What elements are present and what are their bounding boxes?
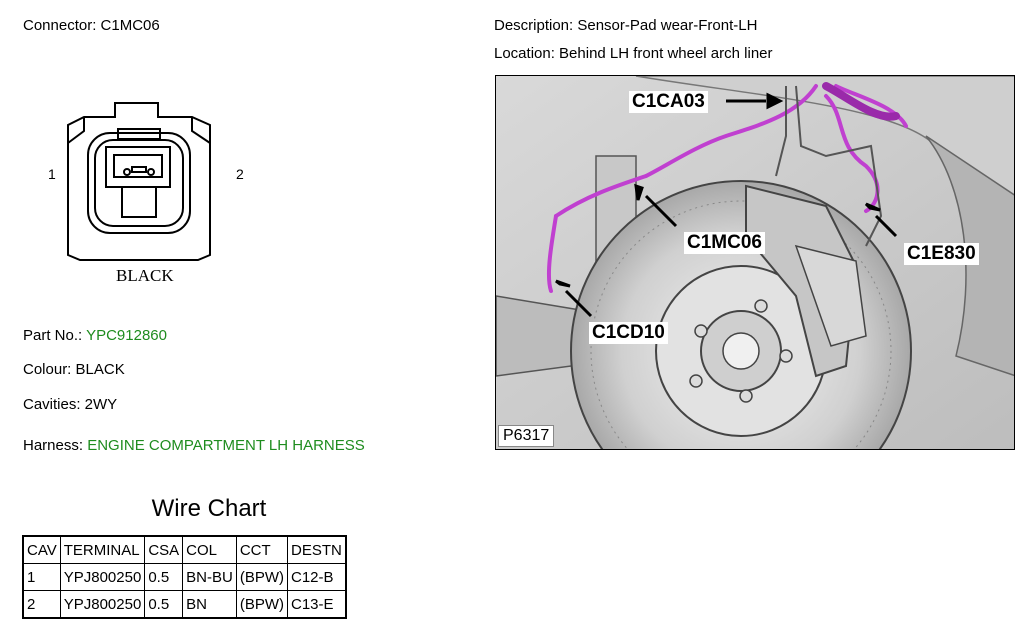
callout-c1e830: C1E830 — [904, 243, 979, 265]
cavities: Cavities: 2WY — [23, 396, 118, 413]
harness-value: ENGINE COMPARTMENT LH HARNESS — [87, 437, 365, 454]
cell-cct: (BPW) — [235, 590, 289, 619]
cell-col: BN — [182, 590, 237, 619]
part-number-label: Part No.: — [23, 327, 87, 344]
connector-face-drawing: 1 2 BLACK — [40, 95, 270, 295]
cell-csa: 0.5 — [144, 563, 184, 591]
header-col: COL — [182, 535, 237, 564]
wire-chart-title: Wire Chart — [151, 495, 267, 522]
pin-1-label: 1 — [48, 166, 56, 182]
cell-terminal: YPJ800250 — [59, 563, 146, 591]
cell-col: BN-BU — [182, 563, 237, 591]
location: Location: Behind LH front wheel arch lin… — [494, 45, 773, 62]
wire-chart-header-row: CAV TERMINAL CSA COL CCT DESTN — [22, 535, 347, 564]
cell-destn: C13-E — [286, 590, 347, 619]
cell-destn: C12-B — [286, 563, 347, 591]
pin-2-label: 2 — [236, 166, 244, 182]
description: Description: Sensor-Pad wear-Front-LH — [494, 17, 758, 34]
cell-terminal: YPJ800250 — [59, 590, 146, 619]
connector-colour-caption: BLACK — [116, 266, 174, 285]
part-number: Part No.: YPC912860 — [23, 327, 167, 345]
harness: Harness: ENGINE COMPARTMENT LH HARNESS — [23, 437, 365, 455]
header-cav: CAV — [22, 535, 61, 564]
header-destn: DESTN — [286, 535, 347, 564]
callout-c1mc06: C1MC06 — [684, 232, 765, 254]
part-number-value: YPC912860 — [86, 327, 167, 344]
header-terminal: TERMINAL — [59, 535, 146, 564]
cell-cct: (BPW) — [235, 563, 289, 591]
cell-csa: 0.5 — [144, 590, 184, 619]
callout-c1cd10: C1CD10 — [589, 322, 668, 344]
location-illustration: C1CA03 C1MC06 C1E830 C1CD10 P6317 — [495, 75, 1015, 450]
cell-cav: 1 — [22, 563, 61, 591]
photo-reference: P6317 — [498, 425, 555, 447]
wire-chart-table: CAV TERMINAL CSA COL CCT DESTN 1 YPJ8002… — [22, 535, 347, 619]
header-csa: CSA — [144, 535, 184, 564]
header-cct: CCT — [235, 535, 289, 564]
callout-c1ca03: C1CA03 — [629, 91, 708, 113]
table-row: 1 YPJ800250 0.5 BN-BU (BPW) C12-B — [22, 563, 347, 591]
colour: Colour: BLACK — [23, 361, 125, 378]
harness-label: Harness: — [23, 437, 88, 454]
cell-cav: 2 — [22, 590, 61, 619]
connector-label: Connector: C1MC06 — [23, 17, 160, 34]
table-row: 2 YPJ800250 0.5 BN (BPW) C13-E — [22, 590, 347, 619]
